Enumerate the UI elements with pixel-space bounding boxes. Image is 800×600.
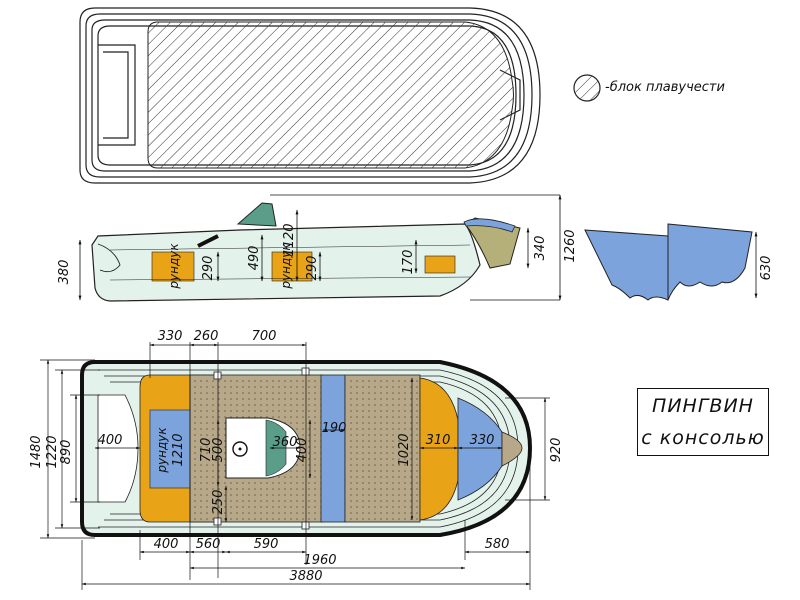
side-locker-3 [424,255,456,274]
plan-dim-1020: 1020 [397,433,412,466]
plan-dim-250: 250 [211,490,226,515]
plan-dim-330-bow: 330 [470,433,495,448]
side-dim-1260: 1260 [563,229,578,262]
side-locker-label-2: рундук [279,243,293,290]
windshield [236,202,277,227]
section-right [667,223,753,301]
legend [573,74,601,102]
plan-dim-500: 500 [211,438,226,463]
plan-dim-1220: 1220 [45,435,60,468]
plan-dim-560-bottom: 560 [196,537,221,552]
side-dim-290-a: 290 [201,256,216,281]
title-block: ПИНГВИН с консолью [637,388,769,456]
plan-dim-1480: 1480 [29,435,44,468]
plan-dim-400-console: 400 [295,438,310,463]
plan-dim-260-top: 260 [194,329,219,344]
side-dim-1120: 1120 [282,223,297,256]
middle-seat [320,374,346,523]
steering-wheel-icon [232,441,248,457]
title-variant: с консолью [641,427,765,449]
side-dim-380: 380 [57,260,72,285]
section-dim-630: 630 [759,256,774,281]
stern-locker-blue [149,409,193,489]
side-dim-490: 490 [247,246,262,271]
plan-dim-1960: 1960 [303,553,336,568]
plan-dim-360: 360 [273,435,298,450]
plan-dim-310: 310 [426,433,451,448]
plan-dim-590-bottom: 590 [254,537,279,552]
plan-dim-3880: 3880 [289,569,322,584]
plan-dim-400-stern: 400 [98,433,123,448]
side-locker-2 [271,251,313,282]
plan-dim-330-top: 330 [158,329,183,344]
plan-dim-580-bottom: 580 [485,537,510,552]
plan-dim-920: 920 [549,438,564,463]
top-view [79,7,541,184]
legend-hatch-icon [573,74,601,102]
legend-label: -блок плавучести [605,80,725,95]
side-dim-170: 170 [401,250,416,275]
side-dim-290-b: 290 [305,256,320,281]
plan-dim-890: 890 [59,440,74,465]
side-locker-label-1: рундук [167,243,181,290]
side-view: 380 290 490 1120 290 170 340 1260 рундук… [57,194,578,302]
bow-tip [501,431,523,467]
plan-locker-label: рундук [155,427,169,474]
side-dim-340: 340 [533,236,548,261]
plan-dim-710: 710 [199,438,214,463]
side-view-bow-top [463,218,516,233]
deck-dots-b [345,375,420,522]
top-view-hull [79,7,541,184]
section-left [584,229,669,301]
section-view: 630 [584,223,774,301]
plan-dim-700-top: 700 [252,329,277,344]
side-locker-1 [151,251,195,282]
plan-dim-400-bottom: 400 [154,537,179,552]
stern-seat [97,394,139,503]
title-model-name: ПИНГВИН [652,395,754,417]
plan-dim-190: 190 [322,421,347,436]
steering-wheel-side [197,234,219,248]
plan-view: 330 260 700 1480 1220 890 400 1210 рунду… [29,329,564,590]
buoyancy-block-area [147,21,514,169]
plan-dim-1210: 1210 [171,433,186,466]
